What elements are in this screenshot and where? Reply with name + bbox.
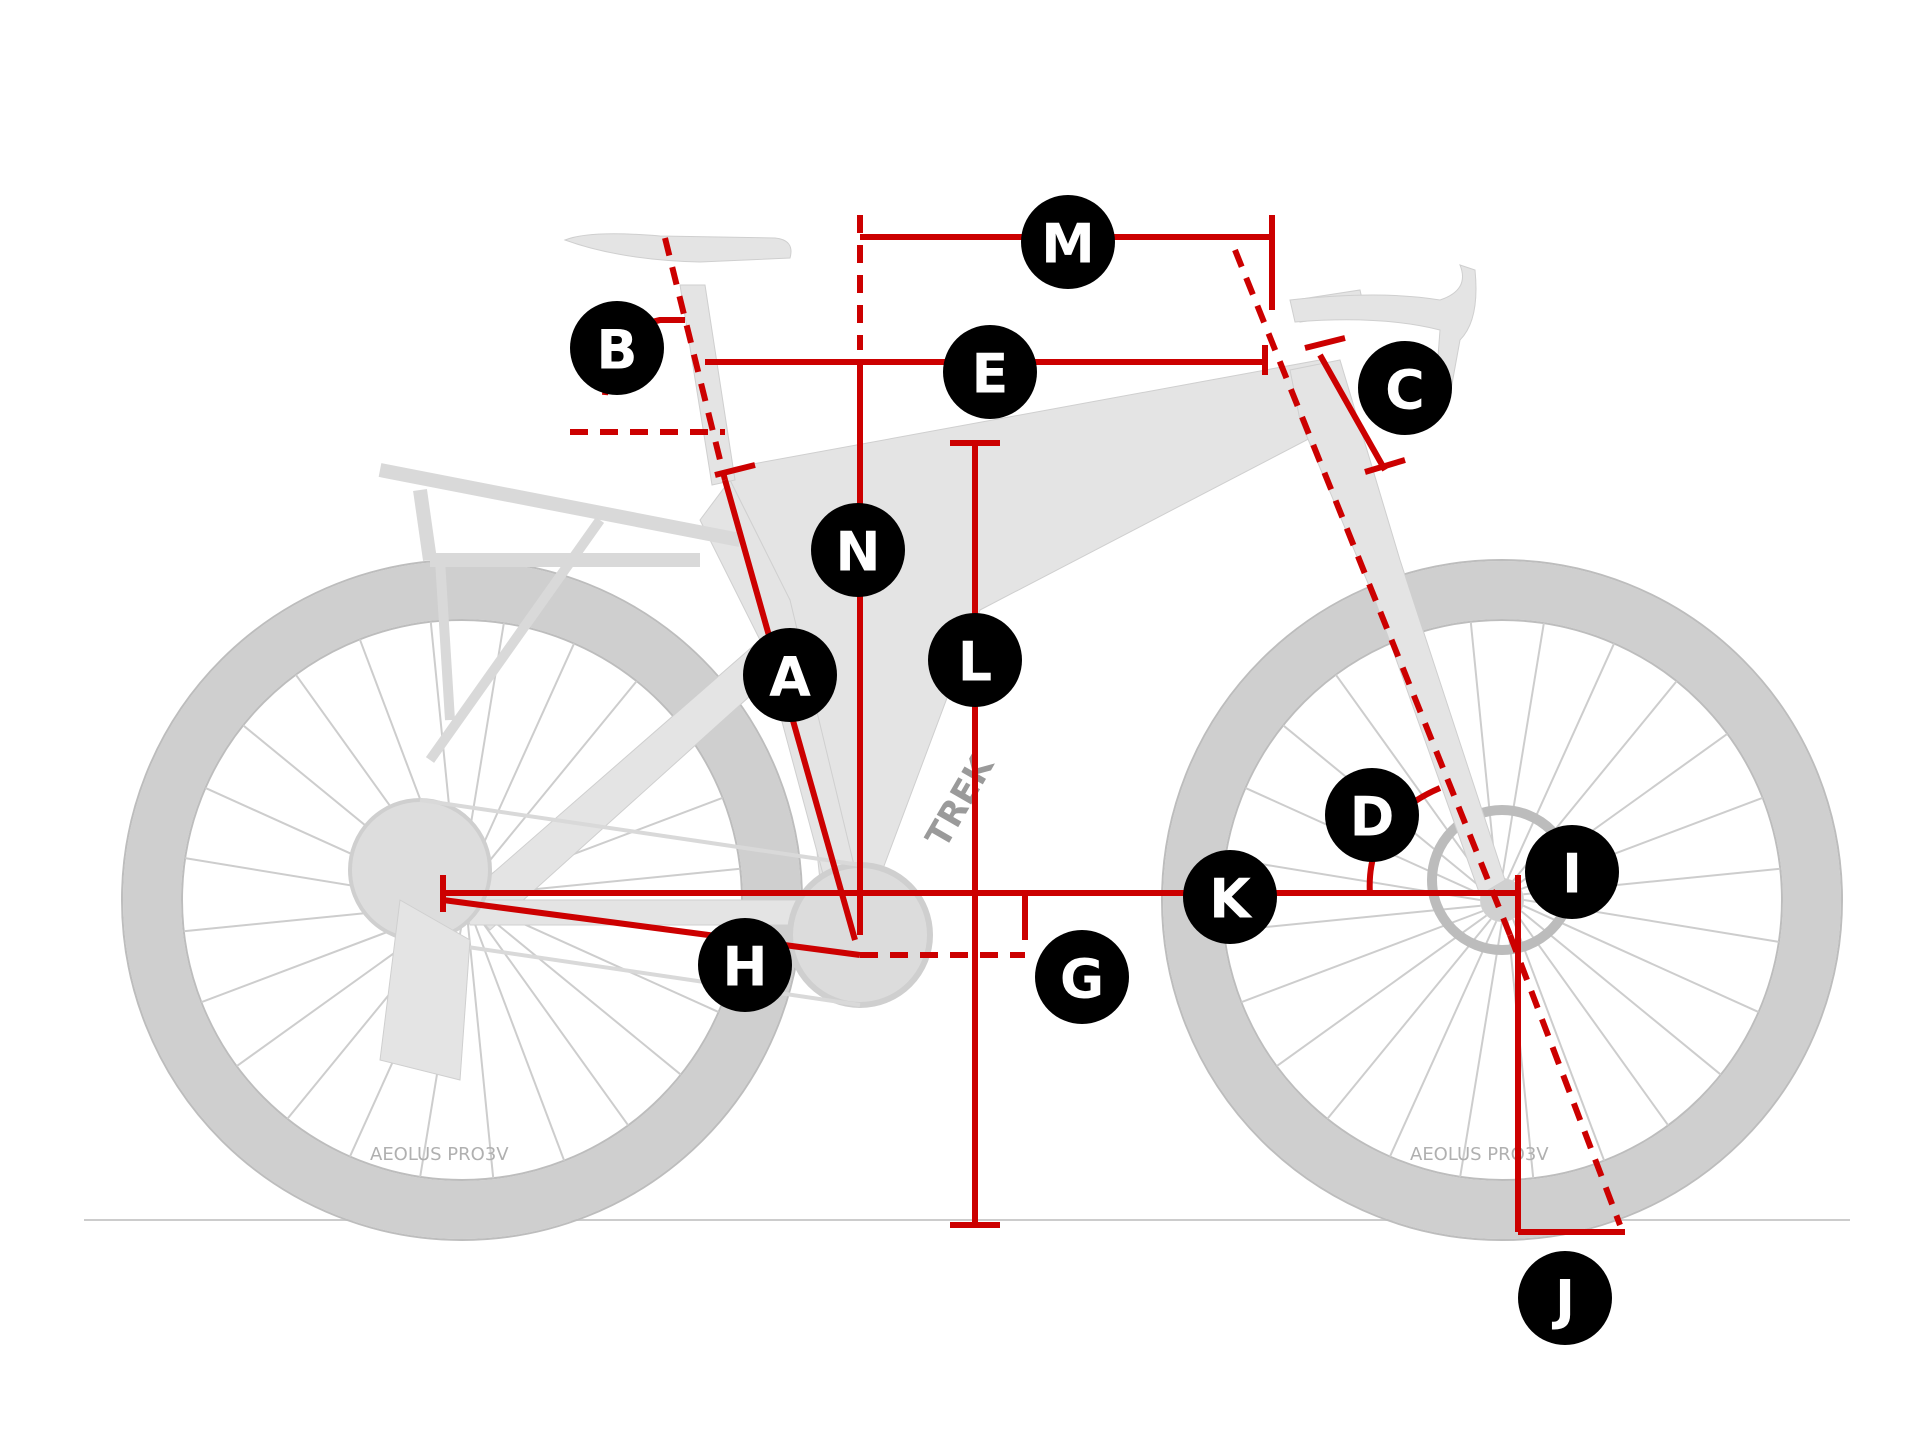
spoke [1326, 918, 1492, 1120]
spoke [1240, 910, 1484, 1004]
spoke [1469, 621, 1498, 879]
label-g: G [1035, 930, 1129, 1024]
svg-text:H: H [722, 936, 767, 999]
spoke [1516, 914, 1669, 1126]
spoke [472, 680, 638, 882]
svg-text:J: J [1551, 1269, 1575, 1332]
label-l: L [928, 613, 1022, 707]
frame-brand-text: TREK [918, 747, 1003, 854]
front-rim-text: AEOLUS PRO3V [1410, 1144, 1549, 1165]
svg-text:K: K [1209, 868, 1253, 931]
label-k: K [1183, 850, 1277, 944]
svg-text:M: M [1041, 213, 1095, 276]
spoke [472, 918, 566, 1162]
svg-text:B: B [596, 319, 637, 382]
spoke [1520, 910, 1722, 1076]
rear-rim-text: AEOLUS PRO3V [370, 1144, 509, 1165]
svg-text:N: N [835, 521, 880, 584]
label-c: C [1358, 341, 1452, 435]
spoke [1389, 920, 1498, 1158]
spoke [1335, 674, 1488, 886]
label-e: E [943, 325, 1037, 419]
svg-text:D: D [1350, 786, 1395, 849]
label-m: M [1021, 195, 1115, 289]
bike-illustration: TREK AEOLUS PRO3V AEOLUS PRO3V [121, 233, 1843, 1241]
spoke [1459, 921, 1503, 1178]
svg-text:I: I [1562, 843, 1582, 906]
label-h: H [698, 918, 792, 1012]
label-b: B [570, 301, 664, 395]
svg-text:G: G [1060, 948, 1104, 1011]
label-i: I [1525, 825, 1619, 919]
label-a: A [743, 628, 837, 722]
label-j: J [1518, 1251, 1612, 1345]
spoke [466, 642, 575, 880]
spoke [476, 914, 629, 1126]
svg-text:L: L [958, 631, 992, 694]
svg-text:E: E [972, 343, 1009, 406]
svg-text:C: C [1385, 359, 1425, 422]
spoke [1512, 918, 1606, 1162]
spoke [1506, 642, 1615, 880]
spoke [480, 910, 682, 1076]
svg-text:A: A [769, 646, 811, 709]
spoke [1501, 622, 1545, 879]
label-n: N [811, 503, 905, 597]
spoke [466, 921, 495, 1179]
label-d: D [1325, 768, 1419, 862]
spoke [1276, 914, 1488, 1067]
